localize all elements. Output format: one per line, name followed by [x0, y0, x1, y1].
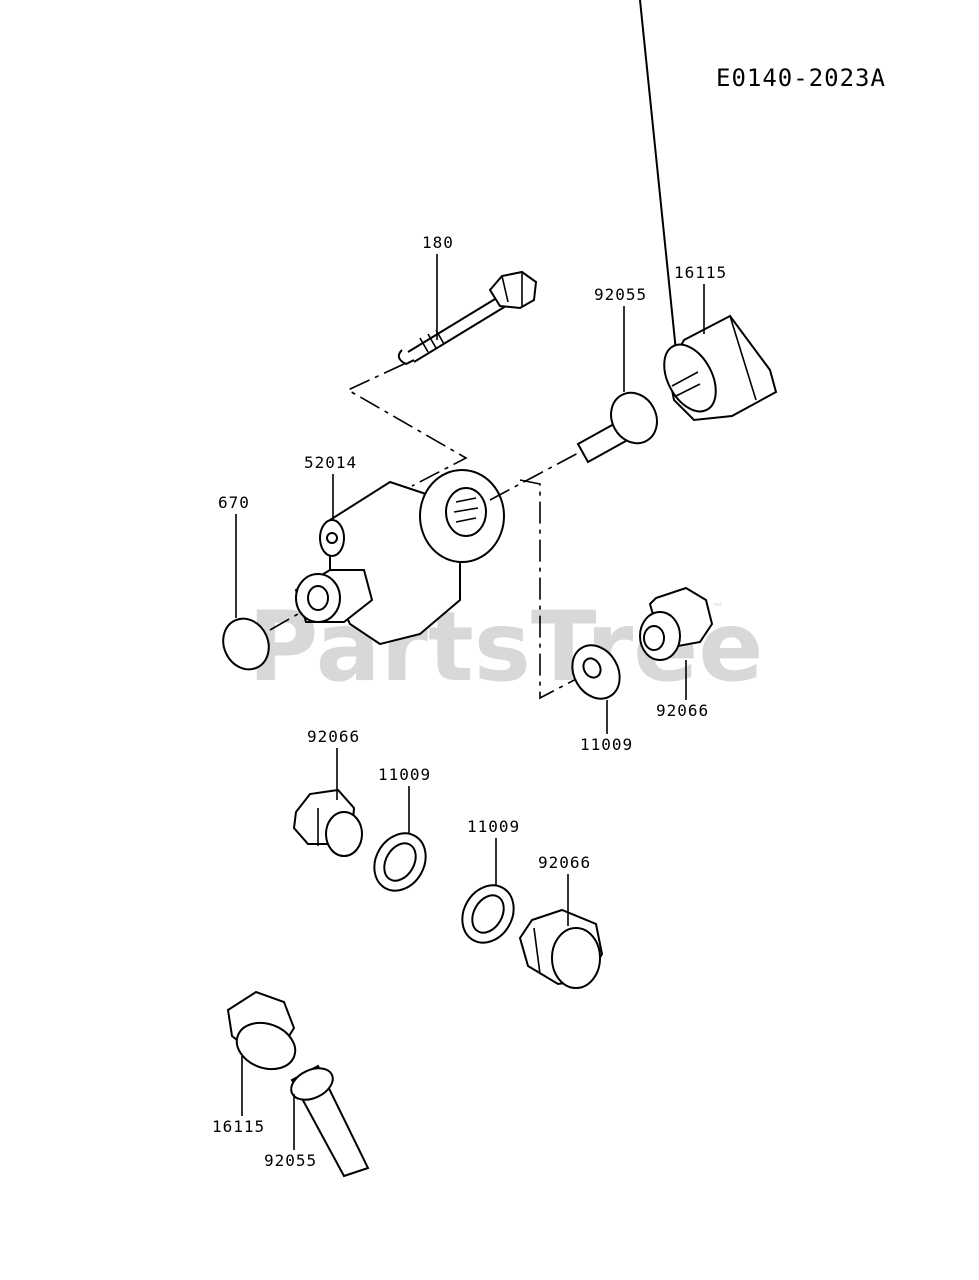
part-oring-670[interactable] [215, 611, 277, 677]
watermark-trademark: ™ [712, 601, 724, 615]
callout-11009-lower: 11009 [467, 817, 520, 836]
callout-670: 670 [218, 493, 250, 512]
alignment-line-bolt [346, 363, 468, 487]
callout-11009-right: 11009 [580, 735, 633, 754]
alignment-line-670 [269, 613, 299, 631]
callout-92066-left: 92066 [307, 727, 360, 746]
leader-lines [235, 254, 705, 1150]
alignment-line-filter [489, 451, 581, 501]
callout-11009-middle: 11009 [378, 765, 431, 784]
callout-92066-lower: 92066 [538, 853, 591, 872]
part-bolt-180[interactable] [397, 270, 538, 366]
diagram-code: E0140-2023A [716, 64, 886, 92]
part-plug-92066-right[interactable] [639, 586, 714, 661]
part-oil-filter-16115-bottom[interactable] [226, 990, 370, 1178]
part-washer-11009-middle[interactable] [364, 824, 436, 900]
callout-180: 180 [422, 233, 454, 252]
part-plug-92066-left[interactable] [292, 788, 363, 857]
part-oil-filter-16115-top[interactable] [576, 0, 778, 464]
part-oil-pump-body-52014[interactable] [294, 469, 505, 646]
callout-16115-bottom: 16115 [212, 1117, 265, 1136]
part-washer-11009-lower[interactable] [452, 876, 524, 952]
alignment-line-washer [519, 479, 583, 700]
callout-92055-bottom: 92055 [264, 1151, 317, 1170]
callout-16115-top: 16115 [674, 263, 727, 282]
part-plug-92066-lower[interactable] [518, 908, 604, 989]
callout-52014: 52014 [304, 453, 357, 472]
callout-92066-right: 92066 [656, 701, 709, 720]
callout-92055-top: 92055 [594, 285, 647, 304]
part-washer-11009-right[interactable] [563, 637, 629, 707]
